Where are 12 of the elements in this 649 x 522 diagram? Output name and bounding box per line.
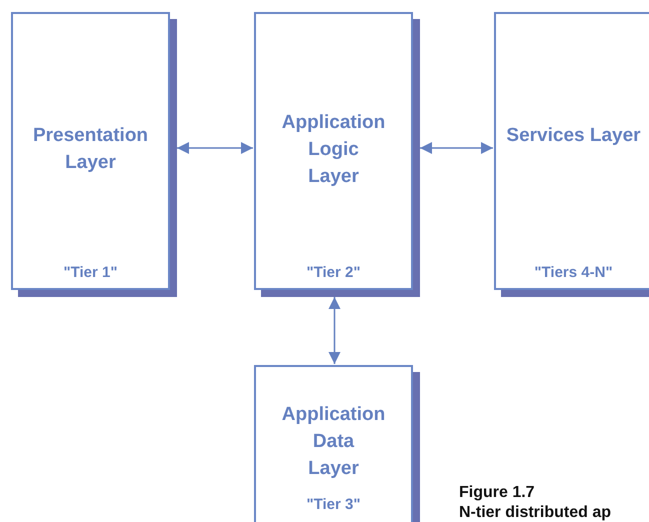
tier-label: "Tier 3" [306,496,360,514]
tier-label: "Tier 2" [306,264,360,282]
figure-caption: N-tier distributed ap [459,503,612,522]
layer-name: Application Logic Layer [280,111,386,189]
tier-label: "Tiers 4-N" [534,264,613,282]
figure-number: Figure 1.7 [459,483,535,503]
layer-name: Services Layer [506,124,641,148]
double-arrow [420,142,493,154]
layer-name: Presentation Layer [32,124,150,175]
tier-label: "Tier 1" [64,264,118,282]
layer-name: Application Data Layer [280,403,386,481]
double-arrow [328,297,340,364]
